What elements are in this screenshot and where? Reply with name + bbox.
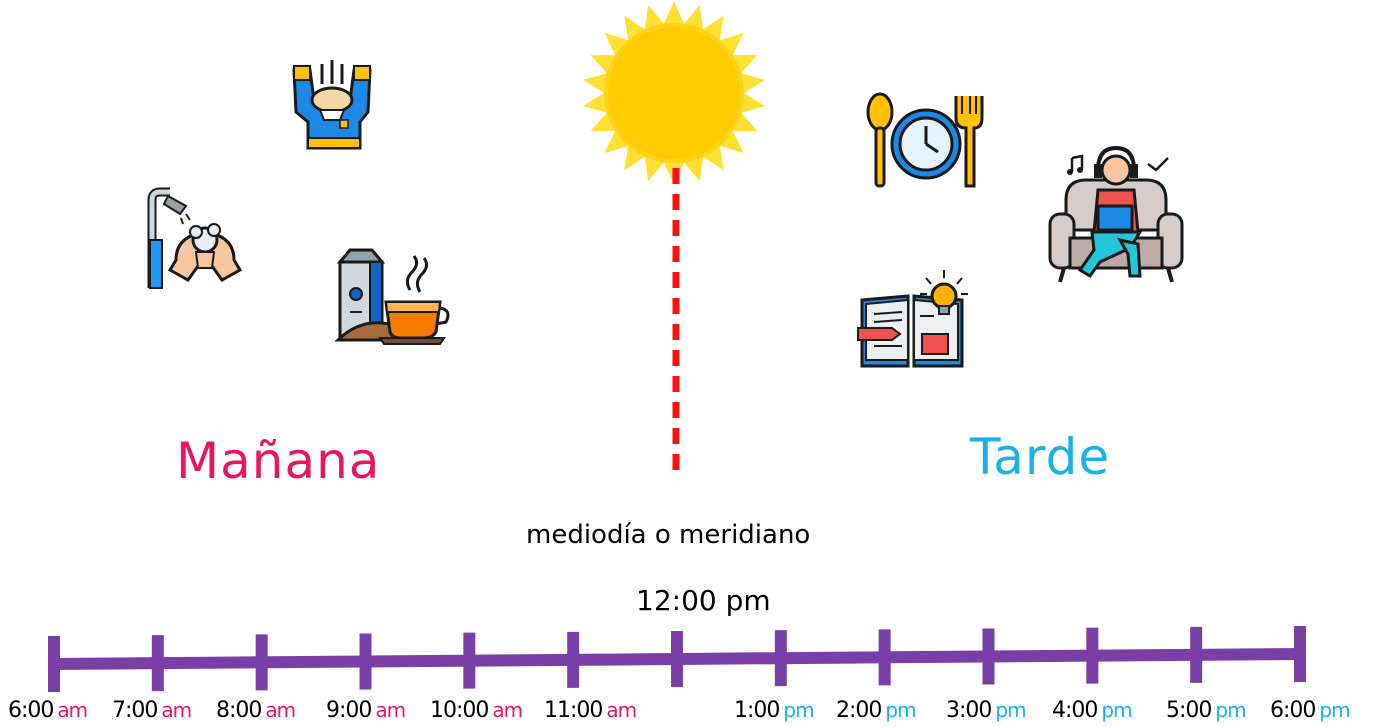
morning-label: Mañana bbox=[176, 432, 381, 490]
tick-suffix: am bbox=[492, 698, 523, 722]
tick-time: 9:00 bbox=[326, 698, 372, 723]
tick-time: 6:00 bbox=[8, 698, 54, 723]
tick-time: 7:00 bbox=[112, 698, 158, 723]
tick-time: 3:00 bbox=[946, 698, 992, 723]
tick-suffix: am bbox=[265, 698, 296, 722]
noon-time: 12:00 pm bbox=[636, 584, 771, 617]
tick-time: 4:00 bbox=[1052, 698, 1098, 723]
noon-caption: mediodía o meridiano bbox=[526, 520, 811, 550]
tick-time: 8:00 bbox=[216, 698, 262, 723]
stretching-icon bbox=[292, 60, 372, 150]
tick-suffix: am bbox=[161, 698, 192, 722]
tick-suffix: pm bbox=[1319, 698, 1350, 722]
afternoon-label: Tarde bbox=[970, 428, 1111, 486]
tick-suffix: pm bbox=[885, 698, 916, 722]
breakfast-icon bbox=[334, 248, 450, 345]
tick-time: 2:00 bbox=[836, 698, 882, 723]
tick-suffix: am bbox=[606, 698, 637, 722]
tick-time: 6:00 bbox=[1270, 698, 1316, 723]
tick-time: 10:00 bbox=[430, 698, 489, 723]
lunch-time-icon bbox=[866, 92, 984, 188]
timeline bbox=[48, 626, 1306, 692]
tick-suffix: pm bbox=[1101, 698, 1132, 722]
study-book-icon bbox=[857, 270, 968, 368]
tick-time: 5:00 bbox=[1166, 698, 1212, 723]
tick-suffix: pm bbox=[783, 698, 814, 722]
tick-suffix: pm bbox=[1215, 698, 1246, 722]
tick-time: 11:00 bbox=[544, 698, 603, 723]
tick-suffix: am bbox=[57, 698, 88, 722]
relaxing-music-icon bbox=[1048, 145, 1184, 283]
sun-icon bbox=[582, 1, 766, 185]
tick-suffix: pm bbox=[995, 698, 1026, 722]
tick-time: 1:00 bbox=[734, 698, 780, 723]
shower-icon bbox=[147, 187, 243, 289]
tick-suffix: am bbox=[375, 698, 406, 722]
